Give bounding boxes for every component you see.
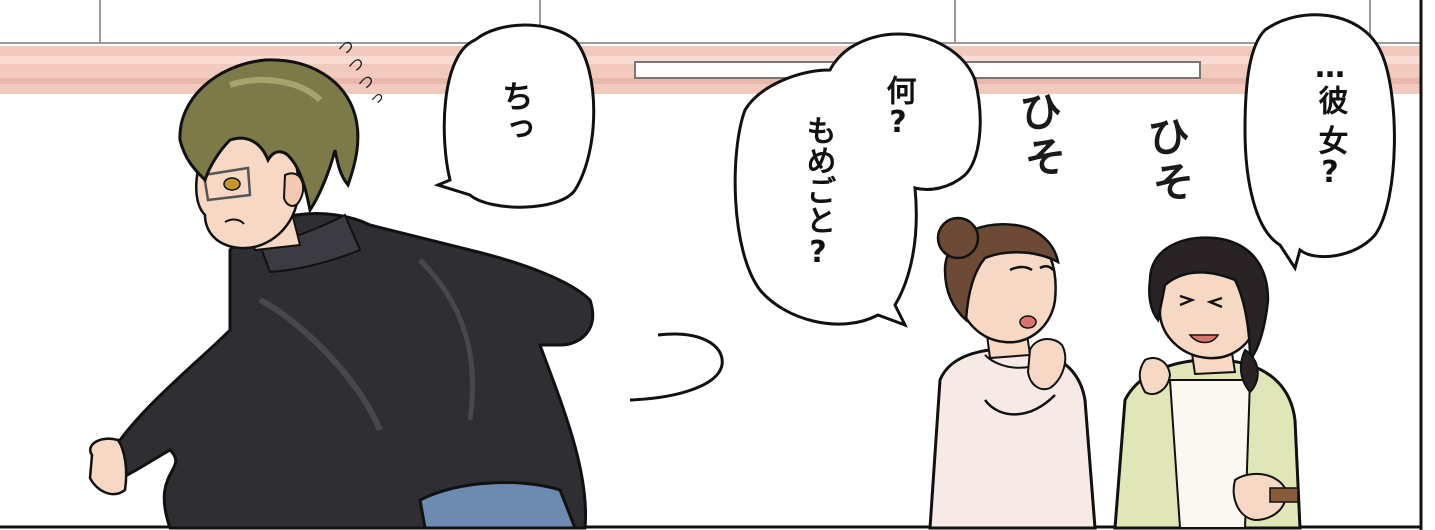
speech-nani-line1: 何? bbox=[880, 75, 916, 140]
speech-kanojo-line1: …彼 bbox=[1312, 50, 1348, 115]
woman-left bbox=[928, 216, 1097, 530]
speech-nani-line2: もめごと? bbox=[800, 115, 836, 270]
motion-line bbox=[629, 332, 724, 402]
speech-tch-text: ちっ bbox=[496, 80, 535, 144]
speech-kanojo-line2: 女? bbox=[1312, 125, 1348, 190]
sfx-hiso-right: ひそ bbox=[1139, 112, 1198, 210]
speech-bubble-nani bbox=[733, 32, 982, 328]
ceiling-panels bbox=[0, 0, 1420, 44]
woman-right bbox=[1113, 236, 1302, 530]
speech-bubble-tch bbox=[433, 23, 596, 209]
male-character bbox=[88, 58, 595, 530]
speech-bubble-kanojo bbox=[1243, 13, 1396, 272]
sfx-hiso-left: ひそ bbox=[1011, 87, 1070, 185]
